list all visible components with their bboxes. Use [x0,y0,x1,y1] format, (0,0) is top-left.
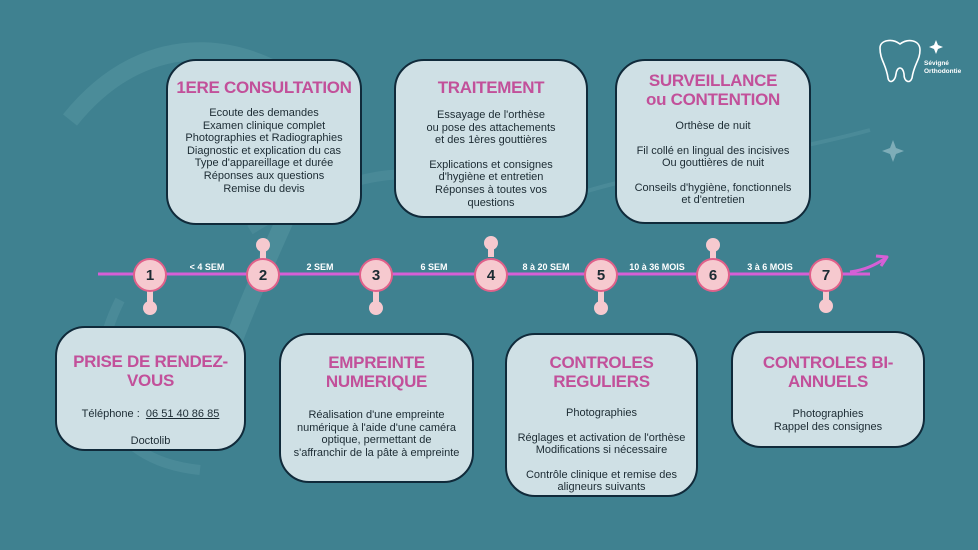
card-first-consultation: 1ERE CONSULTATION Ecoute des demandes Ex… [166,59,362,225]
interval-label-3: 6 SEM [420,262,448,272]
card-title-line2: ou CONTENTION [646,90,780,109]
brand-name-line1: Sévigné [924,60,949,67]
brand-name-line2: Orthodontie [924,68,962,75]
card-line: optique, permettant de [321,434,432,447]
card-title: CONTROLES BI-ANNUELS [762,353,894,391]
card-line: Réponses à toutes vos [435,183,547,196]
card-body: Ecoute des demandes Examen clinique comp… [168,107,360,195]
card-line: numérique à l'aide d'une caméra [297,421,456,434]
phone-line: Téléphone : 06 51 40 86 85 [57,408,244,421]
card-line: et d'entretien [681,194,745,207]
card-title: EMPREINTE NUMERIQUE [325,353,428,391]
card-line: Explications et consignes [429,158,553,171]
tooth-logo-icon [879,39,943,83]
card-line: Diagnostic et explication du cas [186,144,342,157]
phone-number-link[interactable]: 06 51 40 86 85 [145,408,220,420]
card-line: Modifications si nécessaire [535,444,668,457]
card-line: d'hygiène et entretien [438,171,544,184]
card-line: questions [467,196,515,209]
card-controles-bi-annuels: CONTROLES BI-ANNUELS Photographies Rappe… [731,331,925,448]
card-line: ou pose des attachements [426,121,556,134]
step-node-2: 2 [246,258,280,292]
card-line: Photographies [566,407,637,419]
card-body: Orthèse de nuit Fil collé en lingual des… [617,120,809,207]
booking-service: Doctolib [130,434,171,447]
card-title: CONTROLES REGULIERS [549,353,654,391]
interval-label-6: 3 à 6 MOIS [747,262,793,272]
card-body: Téléphone : 06 51 40 86 85 Doctolib [57,408,244,447]
interval-label-1: < 4 SEM [189,262,225,272]
card-title: TRAITEMENT [437,78,545,97]
card-line: s'affranchir de la pâte à empreinte [293,446,460,459]
interval-label-4: 8 à 20 SEM [522,262,570,272]
card-line: et des 1ères gouttières [435,134,547,147]
card-line: aligneurs suivants [557,481,646,494]
sparkle-icon [882,140,904,162]
interval-label-5: 10 à 36 MOIS [629,262,685,272]
interval-label-2: 2 SEM [306,262,334,272]
step-node-3: 3 [359,258,393,292]
card-title-line1: SURVEILLANCE [648,71,778,90]
phone-label: Téléphone : [81,408,140,420]
card-empreinte-numerique: EMPREINTE NUMERIQUE Réalisation d'une em… [279,333,474,483]
card-line: Essayage de l'orthèse [437,109,545,121]
card-line: Réglages et activation de l'orthèse [517,431,686,444]
card-title: 1ERE CONSULTATION [176,78,352,97]
step-node-1: 1 [133,258,167,292]
card-line: Contrôle clinique et remise des [525,468,678,481]
card-prise-rendez-vous: PRISE DE RENDEZ-VOUS Téléphone : 06 51 4… [55,326,246,451]
card-line: Photographies et Radiographies [185,132,343,145]
step-node-7: 7 [809,258,843,292]
card-body: Essayage de l'orthèse ou pose des attach… [396,109,586,209]
card-line: Réponses aux questions [203,169,325,182]
card-line: Ou gouttières de nuit [661,157,765,170]
card-controles-reguliers: CONTROLES REGULIERS Photographies Réglag… [505,333,698,497]
card-line: Photographies [792,408,864,420]
card-line: Réalisation d'une empreinte [308,409,445,421]
card-surveillance: SURVEILLANCE ou CONTENTION Orthèse de nu… [615,59,811,224]
card-line: Orthèse de nuit [675,120,751,132]
card-body: Photographies Réglages et activation de … [507,407,696,494]
card-line: Type d'appareillage et durée [194,157,334,170]
card-line: Conseils d'hygiène, fonctionnels [634,181,792,194]
card-line: Examen clinique complet [202,119,326,132]
timeline-arrow-icon [849,256,887,274]
card-line: Remise du devis [223,182,305,195]
card-traitement: TRAITEMENT Essayage de l'orthèse ou pose… [394,59,588,218]
card-body: Réalisation d'une empreinte numérique à … [281,409,472,459]
card-line: Rappel des consignes [773,420,883,433]
card-line: Fil collé en lingual des incisives [636,144,790,157]
step-node-6: 6 [696,258,730,292]
brand-name: Sévigné Orthodontie [924,60,961,76]
card-title: PRISE DE RENDEZ-VOUS [73,352,228,390]
card-line: Ecoute des demandes [209,107,319,119]
step-node-5: 5 [584,258,618,292]
card-body: Photographies Rappel des consignes [733,408,923,433]
step-node-4: 4 [474,258,508,292]
